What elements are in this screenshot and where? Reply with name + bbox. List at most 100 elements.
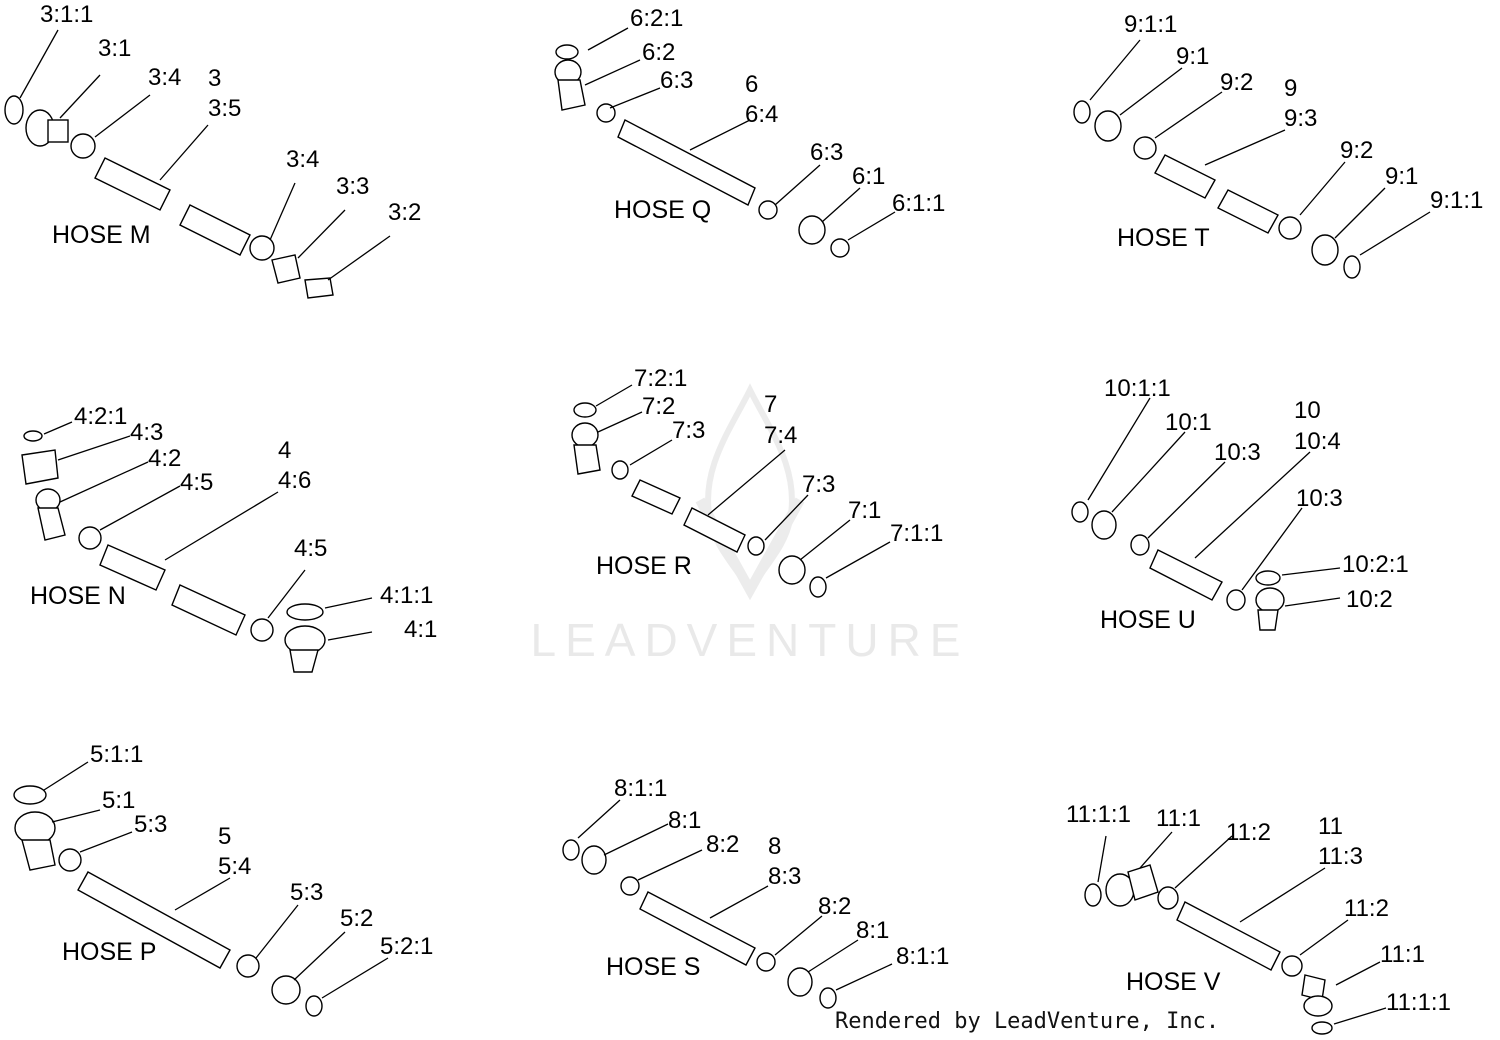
part-label: 9	[1284, 75, 1297, 102]
o-ring	[305, 995, 323, 1017]
part-label: 4:5	[294, 535, 327, 562]
hose-title: HOSE Q	[614, 196, 711, 224]
hose-segment	[171, 584, 246, 636]
nut	[21, 449, 59, 485]
clamp	[250, 618, 274, 642]
clamp	[58, 848, 82, 872]
clamp	[611, 460, 629, 480]
o-ring	[1073, 100, 1091, 124]
part-label: 10:1:1	[1104, 375, 1171, 402]
part-label: 3:1	[98, 35, 131, 62]
hose-segment	[99, 544, 166, 591]
fitting	[1311, 234, 1339, 266]
clamp	[1226, 589, 1246, 611]
hose-segment	[1154, 154, 1216, 199]
hose-q-assembly: 6:2:1 6:2 6:3 6 6:4 6:3 6:1 6:1:1 HOSE Q	[554, 5, 945, 258]
part-label: 4:3	[130, 419, 163, 446]
fitting	[1303, 995, 1333, 1017]
hose-title: HOSE N	[30, 582, 126, 610]
part-label: 5:3	[134, 811, 167, 838]
part-label: 4:6	[278, 467, 311, 494]
hose-segment	[617, 119, 756, 206]
part-label: 10:2	[1346, 586, 1393, 613]
rendered-by-footer: Rendered by LeadVenture, Inc.	[835, 1009, 1219, 1034]
clamp	[756, 952, 776, 972]
part-label: 9:1:1	[1430, 187, 1483, 214]
part-label: 8:3	[768, 863, 801, 890]
hose-s-assembly: 8:1:1 8:1 8:2 8 8:3 8:2 8:1 8:1:1 HOSE S	[562, 775, 949, 1009]
part-label: 9:2	[1220, 69, 1253, 96]
clamp	[78, 526, 102, 550]
hose-segment	[94, 157, 171, 211]
part-label: 4:2	[148, 445, 181, 472]
elbow	[557, 79, 586, 111]
hose-title: HOSE R	[596, 552, 692, 580]
clamp	[747, 536, 765, 556]
part-label: 6:1:1	[892, 190, 945, 217]
part-label: 3:5	[208, 95, 241, 122]
hose-segment	[1217, 189, 1279, 234]
hose-r-assembly: 7:2:1 7:2 7:3 7 7:4 7:3 7:1 7:1:1 HOSE R	[571, 365, 943, 598]
clamp	[249, 235, 275, 261]
clamp	[70, 133, 96, 159]
fitting	[271, 975, 301, 1005]
o-ring	[573, 402, 597, 418]
hose-segment	[77, 871, 231, 969]
clamp	[1130, 534, 1150, 556]
part-label: 8:2	[706, 831, 739, 858]
o-ring	[1255, 570, 1281, 586]
part-label: 7	[764, 391, 777, 418]
part-label: 11:2	[1344, 895, 1389, 922]
part-label: 5:4	[218, 853, 251, 880]
part-label: 7:1:1	[890, 520, 943, 547]
elbow	[37, 507, 66, 541]
part-label: 5	[218, 823, 231, 850]
fitting	[581, 845, 607, 875]
part-label: 7:2:1	[634, 365, 687, 392]
hose-u-assembly: 10:1:1 10:1 10:3 10 10:4 10:3 10:2:1 10:…	[1071, 375, 1409, 634]
o-ring	[13, 785, 47, 805]
fitting	[1094, 110, 1122, 142]
part-label: 4	[278, 437, 291, 464]
part-label: 11	[1318, 813, 1343, 840]
elbow	[1127, 864, 1159, 901]
o-ring	[555, 44, 579, 60]
part-label: 6:3	[810, 139, 843, 166]
part-label: 10	[1294, 397, 1321, 424]
part-label: 10:3	[1214, 439, 1261, 466]
part-label: 11:1	[1380, 941, 1425, 968]
hose-n-assembly: 4:2:1 4:3 4:2 4:5 4 4:6 4:5 4:1:1 4:1 HO…	[21, 403, 437, 673]
hose-title: HOSE T	[1117, 224, 1210, 252]
hose-title: HOSE P	[62, 938, 156, 966]
clamp	[236, 954, 260, 978]
hose-m-assembly: 3:1:1 3:1 3:4 3 3:5 3:4 3:3 3:2 HOSE M	[4, 1, 421, 299]
elbow	[289, 649, 319, 673]
part-label: 9:3	[1284, 105, 1317, 132]
hose-segment	[683, 507, 746, 553]
part-label: 11:3	[1318, 843, 1363, 870]
hose-title: HOSE M	[52, 221, 151, 249]
part-label: 8:1	[668, 807, 701, 834]
part-label: 5:1	[102, 787, 135, 814]
hose-p-assembly: 5:1:1 5:1 5:3 5 5:4 5:3 5:2 5:2:1 HOSE P	[13, 741, 433, 1017]
o-ring	[1343, 255, 1361, 279]
part-label: 8:2	[818, 893, 851, 920]
nut	[271, 254, 301, 284]
o-ring	[830, 238, 850, 258]
o-ring	[1311, 1021, 1333, 1035]
elbow	[21, 839, 56, 871]
part-label: 9:1:1	[1124, 11, 1177, 38]
hose-title: HOSE S	[606, 953, 700, 981]
o-ring	[1071, 501, 1089, 523]
part-label: 11:2	[1226, 819, 1271, 846]
clamp	[620, 876, 640, 896]
elbow	[1257, 609, 1279, 631]
part-label: 6:2	[642, 39, 675, 66]
part-label: 3:1:1	[40, 1, 93, 28]
part-label: 5:2:1	[380, 933, 433, 960]
part-label: 5:2	[340, 905, 373, 932]
part-label: 8:1	[856, 917, 889, 944]
clamp	[1157, 886, 1179, 910]
part-label: 11:1	[1156, 805, 1201, 832]
fitting-barb	[47, 119, 69, 143]
